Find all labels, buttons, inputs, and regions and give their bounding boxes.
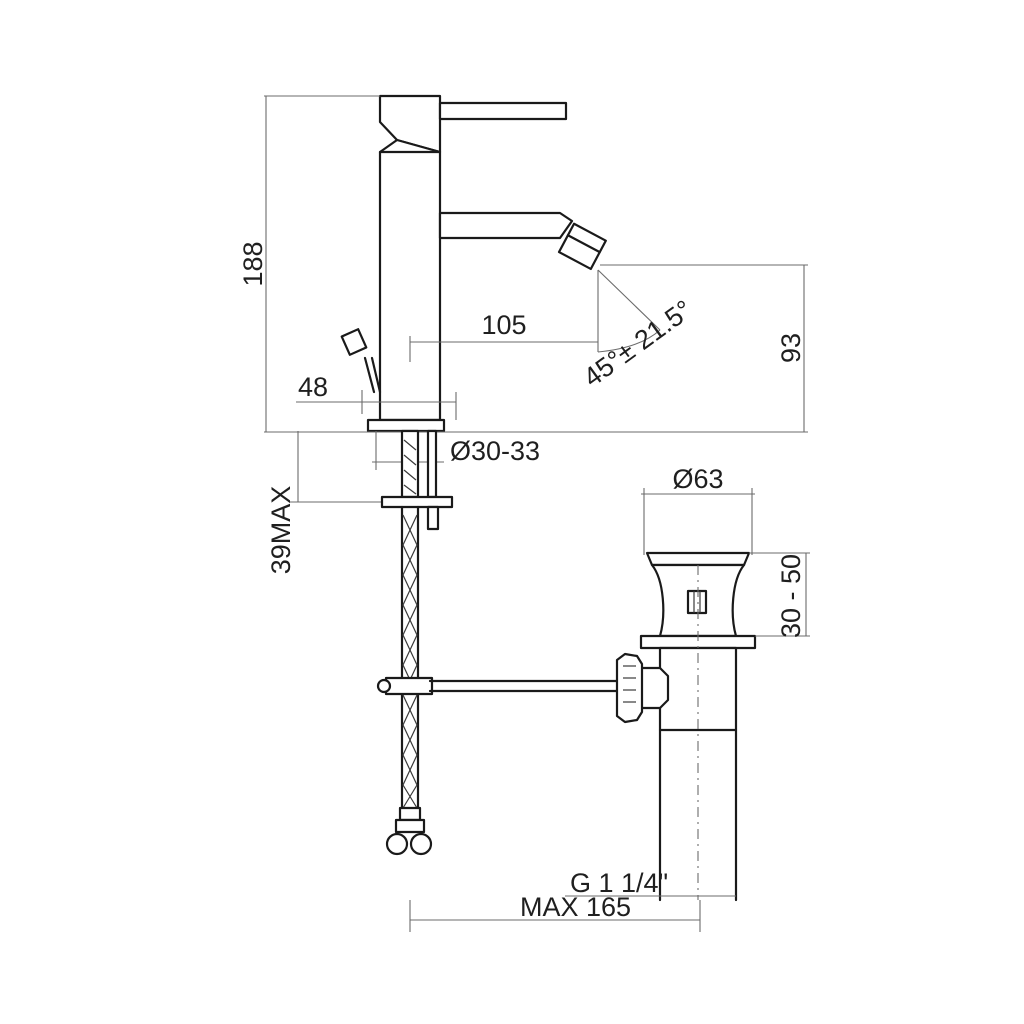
faucet-body [340, 94, 607, 433]
label-spout-height: 93 [776, 333, 806, 363]
aerator-head [557, 222, 607, 271]
label-rod-length: MAX 165 [520, 892, 631, 922]
popup-knob [340, 328, 382, 394]
label-waste-diameter: Ø63 [672, 464, 723, 494]
label-waste-range: 30 - 50 [776, 554, 806, 638]
dimension-lines-waste [409, 488, 810, 932]
label-height-total: 188 [238, 241, 268, 286]
under-deck-assembly [376, 429, 619, 856]
label-thread: G 1 1/4" [570, 868, 668, 898]
braided-hose [400, 505, 420, 812]
label-spout-reach: 105 [481, 310, 526, 340]
popup-waste [615, 551, 757, 902]
label-hole-diameter: Ø30-33 [450, 436, 540, 466]
label-max-deck: 39MAX [266, 486, 296, 575]
label-lever-offset: 48 [298, 372, 328, 402]
